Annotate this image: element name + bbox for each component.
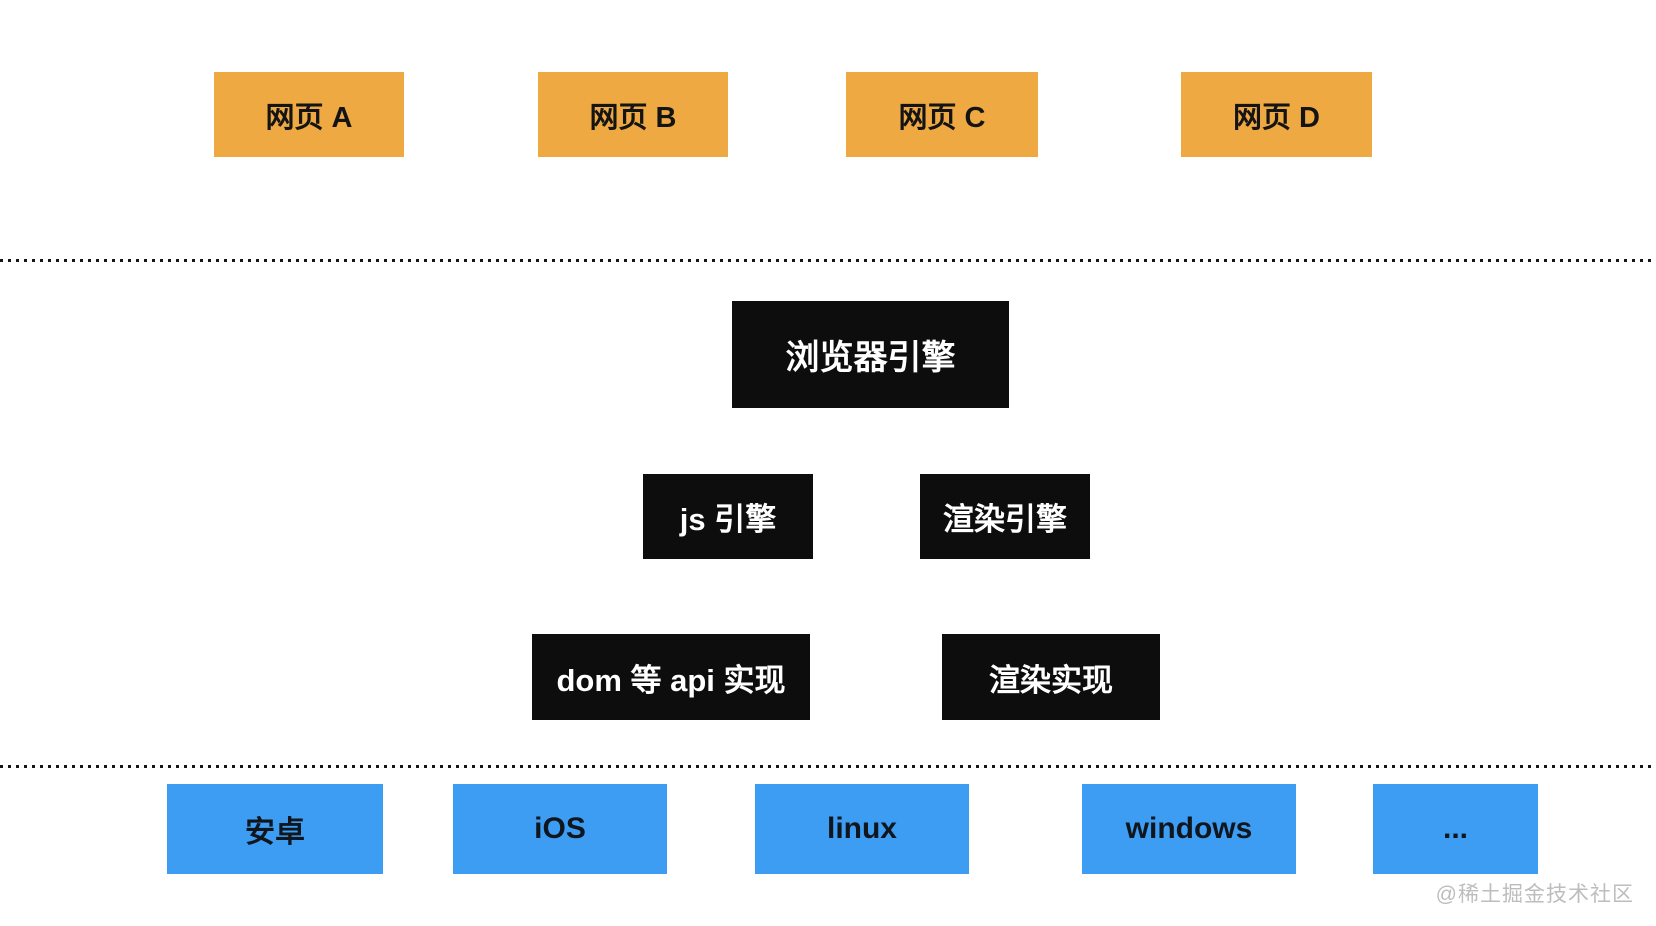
os-linux-box: linux [755, 784, 969, 874]
js-engine-box: js 引擎 [643, 474, 813, 559]
juejin-watermark: @稀土掘金技术社区 [1435, 883, 1634, 906]
separator-line-top [0, 259, 1656, 262]
render-impl-box: 渲染实现 [942, 634, 1160, 720]
separator-line-bottom [0, 765, 1656, 768]
os-others-box: ... [1373, 784, 1538, 874]
dom-api-impl-box: dom 等 api 实现 [532, 634, 810, 720]
webpage-d-box: 网页 D [1181, 72, 1372, 157]
os-android-box: 安卓 [167, 784, 383, 874]
webpage-b-box: 网页 B [538, 72, 728, 157]
webpage-a-box: 网页 A [214, 72, 404, 157]
browser-engine-box: 浏览器引擎 [732, 301, 1009, 408]
os-windows-box: windows [1082, 784, 1296, 874]
render-engine-box: 渲染引擎 [920, 474, 1090, 559]
os-ios-box: iOS [453, 784, 667, 874]
webpage-c-box: 网页 C [846, 72, 1038, 157]
